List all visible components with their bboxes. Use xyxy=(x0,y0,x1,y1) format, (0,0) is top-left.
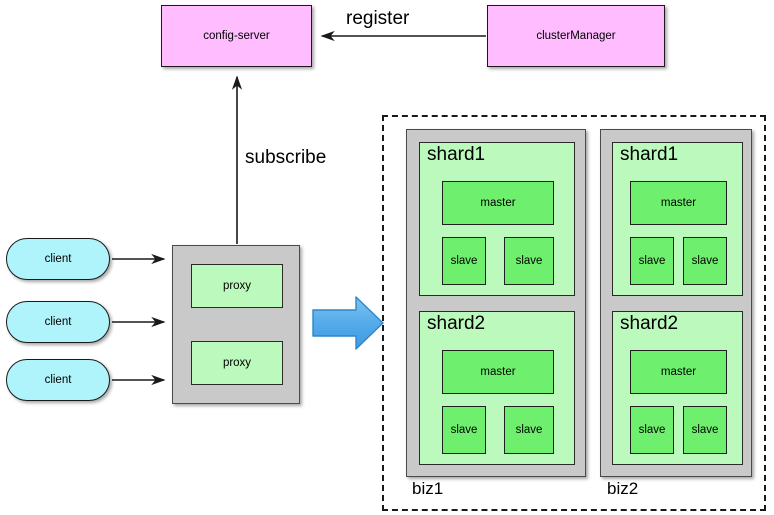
node-biz2-shard2-master[interactable]: master xyxy=(630,350,727,394)
node-biz2-shard2-master-label: master xyxy=(660,366,697,378)
biz-cluster-biz1: shard1 master slave slave shard2 master … xyxy=(406,129,586,477)
node-biz2-shard2-slave-1[interactable]: slave xyxy=(630,406,674,454)
shard-biz1-shard1: shard1 master slave slave xyxy=(419,142,575,296)
node-biz1-shard1-slave-2[interactable]: slave xyxy=(504,237,554,285)
node-client-2-label: client xyxy=(44,316,72,328)
node-client-1[interactable]: client xyxy=(6,238,110,280)
node-biz1-shard2-master[interactable]: master xyxy=(442,350,554,394)
node-config-server-label: config-server xyxy=(203,30,270,42)
proxy-container: proxy proxy xyxy=(172,245,300,404)
edge-label-subscribe: subscribe xyxy=(245,147,327,168)
node-proxy-2[interactable]: proxy xyxy=(191,341,283,385)
shard-biz1-shard2-title: shard2 xyxy=(427,313,486,334)
node-biz1-shard2-slave-1-label: slave xyxy=(450,424,478,436)
node-biz1-shard2-master-label: master xyxy=(480,366,516,378)
biz-label-biz1: biz1 xyxy=(412,479,444,498)
biz-label-biz2: biz2 xyxy=(607,479,639,498)
node-proxy-1-label: proxy xyxy=(222,280,252,292)
node-biz1-shard1-slave-1[interactable]: slave xyxy=(442,237,486,285)
shard-biz1-shard2: shard2 master slave slave xyxy=(419,311,575,465)
node-client-3[interactable]: client xyxy=(6,359,110,401)
node-biz1-shard2-slave-1[interactable]: slave xyxy=(442,406,486,454)
shard-biz2-shard2-title: shard2 xyxy=(620,313,679,334)
node-biz2-shard1-slave-1[interactable]: slave xyxy=(630,237,674,285)
shard-biz2-shard1-title: shard1 xyxy=(620,144,679,165)
node-biz2-shard2-slave-1-label: slave xyxy=(638,424,666,436)
node-biz1-shard1-master-label: master xyxy=(480,197,516,209)
node-biz1-shard1-slave-1-label: slave xyxy=(450,255,478,267)
node-biz2-shard1-master[interactable]: master xyxy=(630,181,727,225)
node-cluster-manager-label: clusterManager xyxy=(536,30,616,42)
node-biz2-shard1-master-label: master xyxy=(660,197,697,209)
node-cluster-manager[interactable]: clusterManager xyxy=(487,5,665,67)
node-client-1-label: client xyxy=(44,253,72,265)
node-biz1-shard1-slave-2-label: slave xyxy=(515,255,543,267)
node-biz1-shard2-slave-2[interactable]: slave xyxy=(504,406,554,454)
node-biz1-shard1-master[interactable]: master xyxy=(442,181,554,225)
node-biz2-shard1-slave-2-label: slave xyxy=(691,255,719,267)
block-arrow-proxy-to-biz xyxy=(312,296,384,350)
shard-biz2-shard1: shard1 master slave slave xyxy=(612,142,743,296)
node-biz2-shard1-slave-2[interactable]: slave xyxy=(683,237,727,285)
edge-label-register: register xyxy=(346,8,410,29)
node-biz2-shard2-slave-2[interactable]: slave xyxy=(683,406,727,454)
node-proxy-2-label: proxy xyxy=(222,357,252,369)
node-client-3-label: client xyxy=(44,374,72,386)
node-proxy-1[interactable]: proxy xyxy=(191,264,283,308)
node-biz1-shard2-slave-2-label: slave xyxy=(515,424,543,436)
node-config-server[interactable]: config-server xyxy=(161,5,312,67)
node-biz2-shard1-slave-1-label: slave xyxy=(638,255,666,267)
node-biz2-shard2-slave-2-label: slave xyxy=(691,424,719,436)
node-client-2[interactable]: client xyxy=(6,301,110,343)
shard-biz1-shard1-title: shard1 xyxy=(427,144,486,165)
shard-biz2-shard2: shard2 master slave slave xyxy=(612,311,743,465)
biz-cluster-biz2: shard1 master slave slave shard2 master … xyxy=(600,129,752,477)
